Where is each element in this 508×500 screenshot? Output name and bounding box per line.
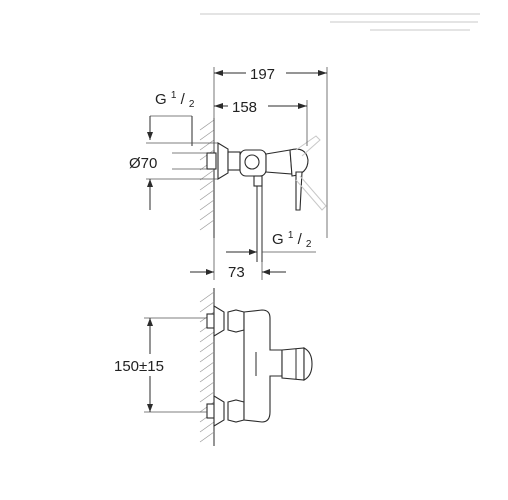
front-view: 150±15 bbox=[114, 288, 313, 446]
wall-hatching-bottom bbox=[199, 288, 215, 446]
mixer-body bbox=[243, 309, 283, 423]
thread-label-bottom: G 1 / 2 bbox=[272, 225, 312, 250]
arm bbox=[265, 149, 293, 175]
lower-flange bbox=[213, 395, 225, 427]
upper-nut bbox=[227, 309, 245, 333]
handle-cap bbox=[303, 347, 313, 381]
nut bbox=[227, 151, 241, 171]
inlet-pipe bbox=[206, 152, 217, 170]
lever-phantom bbox=[295, 135, 321, 157]
side-view: 197 158 G 1 / 2 Ø70 G 1 / bbox=[128, 63, 328, 281]
thread-label-top: G 1 / 2 bbox=[155, 85, 195, 110]
dim-center-distance: 150±15 bbox=[114, 358, 164, 375]
scan-artifact bbox=[200, 13, 480, 31]
handle-front bbox=[281, 347, 305, 381]
body-boss bbox=[244, 154, 260, 170]
lower-nut bbox=[227, 399, 245, 423]
upper-flange bbox=[213, 305, 225, 337]
flange bbox=[217, 142, 229, 180]
lever-phantom-tilted bbox=[295, 175, 327, 211]
wall-hatching-top bbox=[199, 118, 215, 238]
dim-overall-length: 197 bbox=[250, 66, 275, 83]
outlet-stub bbox=[253, 175, 263, 187]
dim-flange-diameter: Ø70 bbox=[129, 155, 157, 172]
dim-handle-offset: 158 bbox=[232, 99, 257, 116]
dim-outlet-offset: 73 bbox=[228, 264, 245, 281]
